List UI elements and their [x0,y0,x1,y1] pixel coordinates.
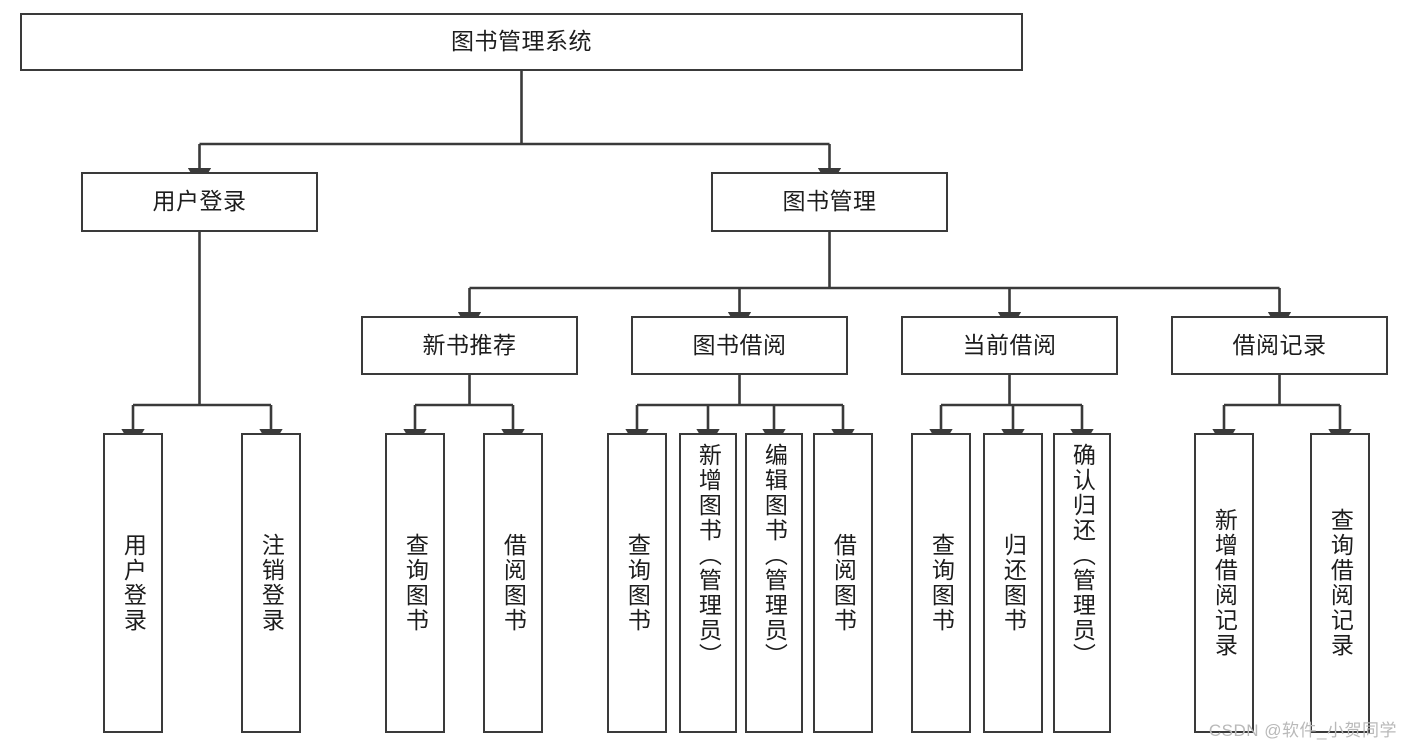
node-leaf-query-record[interactable]: 查询借阅记录 [1310,433,1370,733]
node-label: 编辑图书（管理员） [761,443,788,668]
node-label: 注销登录 [258,533,285,633]
node-label: 查询图书 [402,533,429,633]
node-root[interactable]: 图书管理系统 [20,13,1023,71]
node-leaf-add-record[interactable]: 新增借阅记录 [1194,433,1254,733]
node-label: 查询图书 [928,533,955,633]
node-leaf-add-book[interactable]: 新增图书（管理员） [679,433,737,733]
node-current-borrow[interactable]: 当前借阅 [901,316,1118,375]
node-book-borrow[interactable]: 图书借阅 [631,316,848,375]
node-label: 查询借阅记录 [1327,508,1354,658]
node-book-management[interactable]: 图书管理 [711,172,948,232]
node-label: 查询图书 [624,533,651,633]
node-label: 归还图书 [1000,533,1027,633]
node-label: 当前借阅 [962,331,1057,358]
node-label: 图书管理 [782,188,877,215]
node-label: 确认归还（管理员） [1069,443,1096,668]
node-label: 借阅记录 [1232,331,1327,358]
node-new-book-recommend[interactable]: 新书推荐 [361,316,578,375]
node-label: 借阅图书 [500,533,527,633]
node-leaf-query-book-1[interactable]: 查询图书 [385,433,445,733]
node-label: 图书借阅 [692,331,787,358]
node-leaf-edit-book[interactable]: 编辑图书（管理员） [745,433,803,733]
node-label: 新增借阅记录 [1211,508,1238,658]
node-user-login[interactable]: 用户登录 [81,172,318,232]
node-leaf-borrow-book-1[interactable]: 借阅图书 [483,433,543,733]
node-leaf-query-book-2[interactable]: 查询图书 [607,433,667,733]
node-label: 用户登录 [152,188,247,215]
node-leaf-confirm-return[interactable]: 确认归还（管理员） [1053,433,1111,733]
node-borrow-record[interactable]: 借阅记录 [1171,316,1388,375]
node-label: 图书管理系统 [451,28,592,55]
watermark: CSDN @软件_小贺同学 [1208,721,1397,740]
node-label: 借阅图书 [830,533,857,633]
node-leaf-logout[interactable]: 注销登录 [241,433,301,733]
node-leaf-borrow-book-2[interactable]: 借阅图书 [813,433,873,733]
node-leaf-query-book-3[interactable]: 查询图书 [911,433,971,733]
node-label: 新书推荐 [422,331,517,358]
node-label: 新增图书（管理员） [695,443,722,668]
node-leaf-return-book[interactable]: 归还图书 [983,433,1043,733]
node-leaf-user-login[interactable]: 用户登录 [103,433,163,733]
node-label: 用户登录 [120,533,147,633]
